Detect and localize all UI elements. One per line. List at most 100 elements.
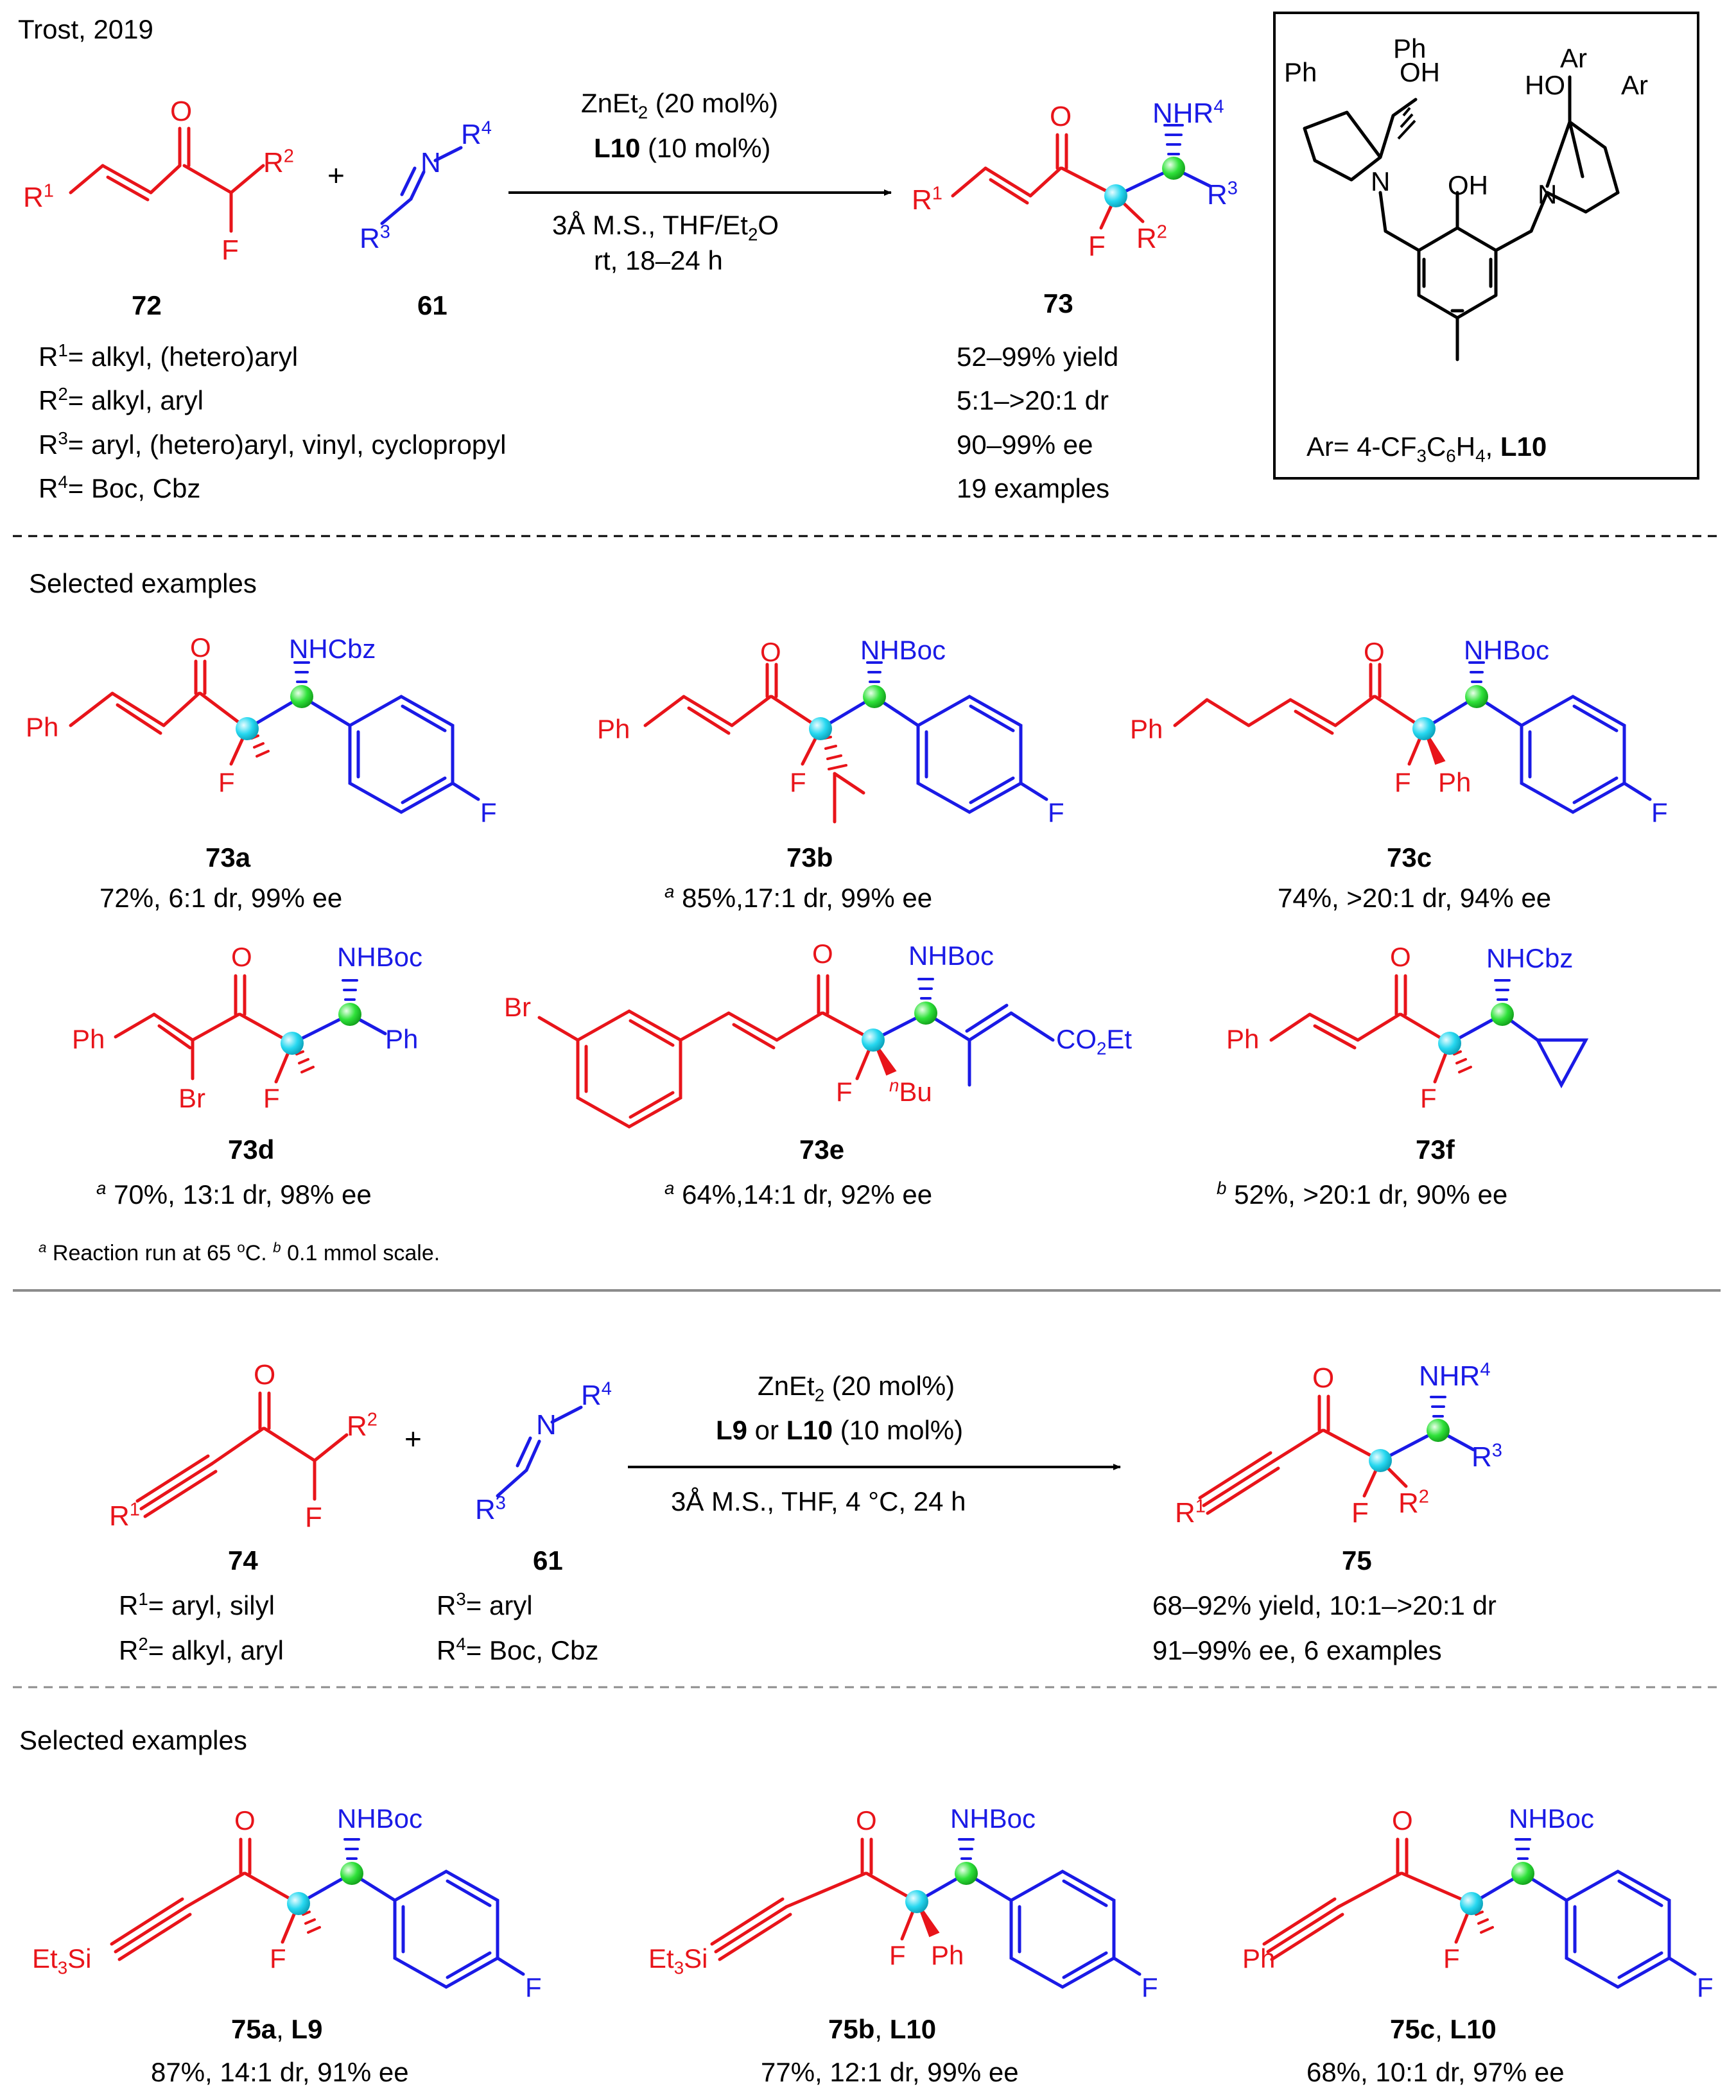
atom-o: O bbox=[170, 96, 193, 127]
atom-ph: Ph bbox=[597, 714, 630, 744]
atom-ph: Ph bbox=[385, 1024, 419, 1054]
atom-o: O bbox=[760, 637, 781, 667]
atom-br: Br bbox=[178, 1083, 205, 1113]
atom-r4: R4 bbox=[581, 1378, 612, 1411]
atom-n: N bbox=[536, 1409, 557, 1441]
structure-73c bbox=[1173, 661, 1652, 814]
result-73f: b 52%, >20:1 dr, 90% ee bbox=[1217, 1178, 1508, 1210]
compound-label-73e: 73e bbox=[799, 1134, 845, 1165]
compound-label-73d: 73d bbox=[228, 1134, 275, 1165]
structure-75c bbox=[1262, 1837, 1697, 1989]
structure-75a bbox=[110, 1837, 525, 1989]
structure-75 bbox=[1198, 1394, 1475, 1515]
group-nhboc: NHBoc bbox=[337, 1803, 423, 1834]
atom-n: N bbox=[1371, 166, 1391, 196]
atom-f: F bbox=[1443, 1943, 1460, 1974]
condition-time: rt, 18–24 h bbox=[594, 245, 723, 275]
atom-ho: HO bbox=[1525, 70, 1565, 100]
atom-ph: Ph bbox=[931, 1940, 964, 1970]
atom-f: F bbox=[790, 767, 806, 797]
atom-r1: R1 bbox=[23, 180, 54, 213]
atom-ph: Ph bbox=[1130, 714, 1163, 744]
atom-ph: Ph bbox=[1242, 1943, 1276, 1974]
condition-solvent: 3Å M.S., THF, 4 °C, 24 h bbox=[671, 1486, 966, 1516]
atom-f: F bbox=[1088, 230, 1106, 262]
r4-definition: R4= Boc, Cbz bbox=[437, 1634, 599, 1665]
atom-f: F bbox=[1048, 797, 1064, 828]
atom-o: O bbox=[1390, 942, 1411, 972]
group-nhboc: NHBoc bbox=[908, 941, 994, 971]
compound-label-75b: 75b, L10 bbox=[828, 2014, 937, 2044]
group-nbu: nBu bbox=[889, 1075, 932, 1107]
result-75b: 77%, 12:1 dr, 99% ee bbox=[761, 2057, 1019, 2087]
atom-f: F bbox=[263, 1083, 280, 1113]
group-nhboc: NHBoc bbox=[337, 942, 423, 972]
atom-r4: R4 bbox=[461, 117, 492, 150]
atom-r2: R2 bbox=[263, 146, 294, 178]
structure-61-top bbox=[380, 146, 463, 225]
r2-definition: R2= alkyl, aryl bbox=[119, 1634, 284, 1665]
ligand-L10-structure bbox=[1303, 75, 1620, 361]
atom-f: F bbox=[270, 1943, 286, 1974]
group-co2et: CO2Et bbox=[1056, 1024, 1133, 1059]
atom-ar: Ar bbox=[1560, 43, 1587, 73]
atom-oh: OH bbox=[1448, 170, 1488, 200]
group-nhboc: NHBoc bbox=[1464, 635, 1550, 665]
group-nhboc: NHBoc bbox=[860, 635, 946, 665]
citation: Trost, 2019 bbox=[18, 14, 153, 44]
result-73e: a 64%,14:1 dr, 92% ee bbox=[664, 1178, 933, 1210]
r1-definition: R1= alkyl, (hetero)aryl bbox=[39, 340, 299, 372]
atom-o: O bbox=[190, 632, 211, 663]
footnote: a Reaction run at 65 oC. b 0.1 mmol scal… bbox=[39, 1239, 440, 1265]
atom-f: F bbox=[218, 767, 235, 797]
atom-f: F bbox=[1141, 1972, 1158, 2002]
reagent-zn: ZnEt2 (20 mol%) bbox=[758, 1371, 955, 1405]
compound-label-74: 74 bbox=[228, 1545, 258, 1575]
atom-ph: Ph bbox=[1226, 1024, 1260, 1054]
atom-o: O bbox=[231, 942, 252, 972]
group-et3si: Et3Si bbox=[32, 1943, 92, 1978]
result-ee-examples: 91–99% ee, 6 examples bbox=[1152, 1635, 1442, 1665]
stereocenter-cyan bbox=[1104, 184, 1127, 207]
reagent-ligand: L9 or L10 (10 mol%) bbox=[716, 1415, 964, 1445]
compound-label-73: 73 bbox=[1043, 288, 1073, 318]
result-ee: 90–99% ee bbox=[957, 430, 1093, 460]
atom-r3: R3 bbox=[1471, 1440, 1502, 1473]
compound-label-72: 72 bbox=[132, 290, 162, 320]
result-73c: 74%, >20:1 dr, 94% ee bbox=[1278, 883, 1552, 913]
atom-r3: R3 bbox=[360, 221, 390, 254]
atom-f: F bbox=[889, 1940, 906, 1970]
r3-definition: R3= aryl bbox=[437, 1589, 533, 1620]
atom-f: F bbox=[305, 1502, 322, 1533]
compound-label-73a: 73a bbox=[205, 842, 251, 872]
atom-r2: R2 bbox=[1136, 221, 1167, 254]
group-nhboc: NHBoc bbox=[1509, 1803, 1595, 1834]
atom-oh: OH bbox=[1400, 57, 1440, 87]
atom-r1: R1 bbox=[1175, 1496, 1206, 1529]
atom-f: F bbox=[525, 1972, 542, 2002]
atom-f: F bbox=[1420, 1083, 1437, 1113]
atom-r1: R1 bbox=[109, 1499, 140, 1532]
compound-label-75c: 75c, L10 bbox=[1390, 2014, 1497, 2044]
atom-ar: Ar bbox=[1621, 70, 1648, 100]
r2-definition: R2= alkyl, aryl bbox=[39, 384, 204, 415]
atom-o: O bbox=[812, 939, 833, 969]
atom-n: N bbox=[1538, 179, 1558, 209]
atom-r2: R2 bbox=[1398, 1486, 1429, 1519]
compound-label-75: 75 bbox=[1342, 1545, 1372, 1575]
atom-f: F bbox=[1697, 1972, 1714, 2002]
structure-73 bbox=[951, 124, 1212, 230]
compound-label-73b: 73b bbox=[786, 842, 833, 872]
result-73a: 72%, 6:1 dr, 99% ee bbox=[100, 883, 343, 913]
atom-ph: Ph bbox=[1438, 767, 1471, 797]
compound-label-61: 61 bbox=[533, 1545, 563, 1575]
group-et3si: Et3Si bbox=[648, 1943, 708, 1978]
atom-o: O bbox=[254, 1359, 276, 1391]
result-73d: a 70%, 13:1 dr, 98% ee bbox=[96, 1178, 372, 1210]
atom-o: O bbox=[1364, 637, 1385, 667]
structure-74 bbox=[135, 1391, 349, 1518]
result-75a: 87%, 14:1 dr, 91% ee bbox=[151, 2057, 409, 2087]
atom-r2: R2 bbox=[347, 1409, 378, 1442]
atom-f: F bbox=[836, 1077, 853, 1107]
